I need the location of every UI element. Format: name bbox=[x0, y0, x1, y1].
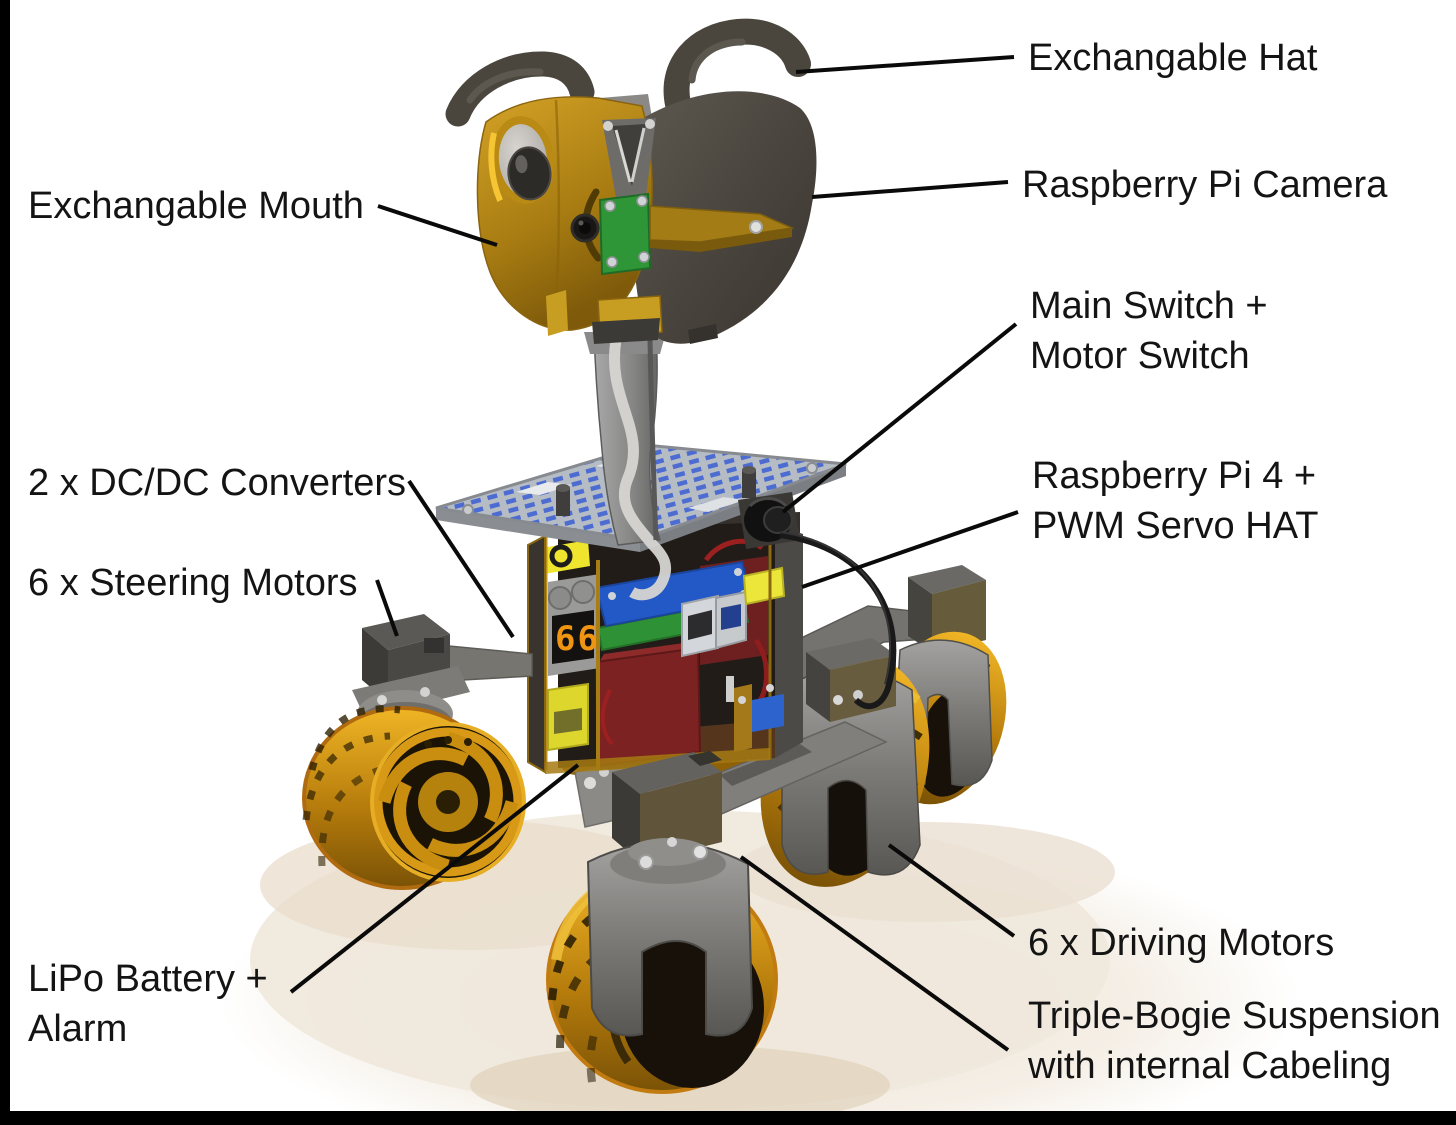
left-border bbox=[0, 0, 10, 1125]
label-raspberry-pi-4: Raspberry Pi 4 +PWM Servo HAT bbox=[1032, 455, 1319, 547]
label-main-switch: Main Switch +Motor Switch bbox=[1030, 285, 1268, 377]
label-exchangable-hat: Exchangable Hat bbox=[1028, 37, 1318, 79]
head bbox=[445, 18, 817, 344]
googly-eye bbox=[488, 116, 555, 204]
wheel-front-center bbox=[546, 837, 778, 1094]
label-exchangable-mouth: Exchangable Mouth bbox=[28, 185, 364, 227]
battery-box bbox=[594, 646, 702, 768]
label-driving-motors: 6 x Driving Motors bbox=[1028, 922, 1335, 964]
battery-voltage-display: 66 bbox=[555, 619, 600, 659]
bottom-border bbox=[0, 1111, 1456, 1125]
label-steering-motors: 6 x Steering Motors bbox=[28, 562, 358, 604]
label-raspberry-pi-camera: Raspberry Pi Camera bbox=[1022, 164, 1388, 206]
hat-hook-right bbox=[663, 18, 811, 117]
body: 66 bbox=[527, 512, 803, 774]
wheel-front-left bbox=[302, 705, 526, 890]
label-lipo-battery: LiPo Battery +Alarm bbox=[28, 958, 268, 1050]
camera-pcb bbox=[598, 192, 652, 276]
label-dcdc-converters: 2 x DC/DC Converters bbox=[28, 462, 406, 504]
